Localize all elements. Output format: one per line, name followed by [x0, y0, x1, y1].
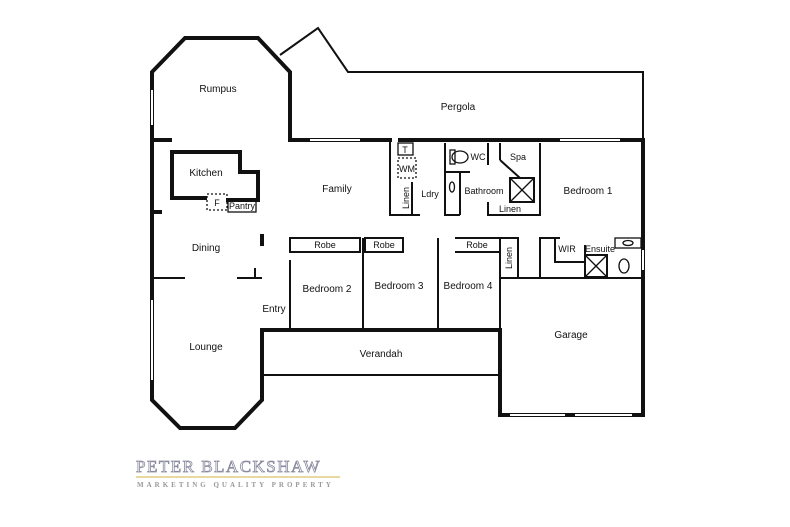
- label-dining: Dining: [192, 243, 220, 254]
- label-ensuite: Ensuite: [585, 244, 615, 254]
- label-verandah: Verandah: [360, 349, 403, 360]
- label-linen-hall: Linen: [504, 247, 514, 269]
- label-kitchen: Kitchen: [189, 168, 222, 179]
- label-bedroom-2: Bedroom 2: [303, 284, 352, 295]
- label-pantry-f: F: [214, 198, 220, 208]
- logo-tagline: MARKETING QUALITY PROPERTY: [137, 481, 334, 489]
- label-family: Family: [322, 184, 351, 195]
- label-wc: WC: [471, 152, 486, 162]
- label-garage: Garage: [554, 330, 588, 341]
- label-linen-ldry: Linen: [401, 187, 411, 209]
- label-linen-bath: Linen: [499, 204, 521, 214]
- logo: PETER BLACKSHAW MARKETING QUALITY PROPER…: [136, 457, 340, 489]
- label-robe-1: Robe: [314, 240, 336, 250]
- logo-rule: [136, 476, 340, 478]
- label-entry: Entry: [262, 304, 285, 315]
- label-robe-3: Robe: [466, 240, 488, 250]
- label-bedroom-3: Bedroom 3: [375, 281, 424, 292]
- label-bedroom-1: Bedroom 1: [564, 186, 613, 197]
- label-pantry: Pantry: [229, 201, 256, 211]
- logo-name: PETER BLACKSHAW: [136, 457, 321, 476]
- label-bedroom-4: Bedroom 4: [444, 281, 493, 292]
- label-rumpus: Rumpus: [199, 84, 236, 95]
- label-wir: WIR: [558, 244, 576, 254]
- label-robe-2: Robe: [373, 240, 395, 250]
- label-ldry: Ldry: [421, 189, 439, 199]
- label-wm: WM: [399, 164, 415, 174]
- label-lounge: Lounge: [189, 342, 223, 353]
- label-t: T: [402, 145, 408, 155]
- walls: [150, 26, 645, 430]
- label-bathroom: Bathroom: [464, 186, 503, 196]
- label-pergola: Pergola: [441, 102, 476, 113]
- label-spa: Spa: [510, 152, 526, 162]
